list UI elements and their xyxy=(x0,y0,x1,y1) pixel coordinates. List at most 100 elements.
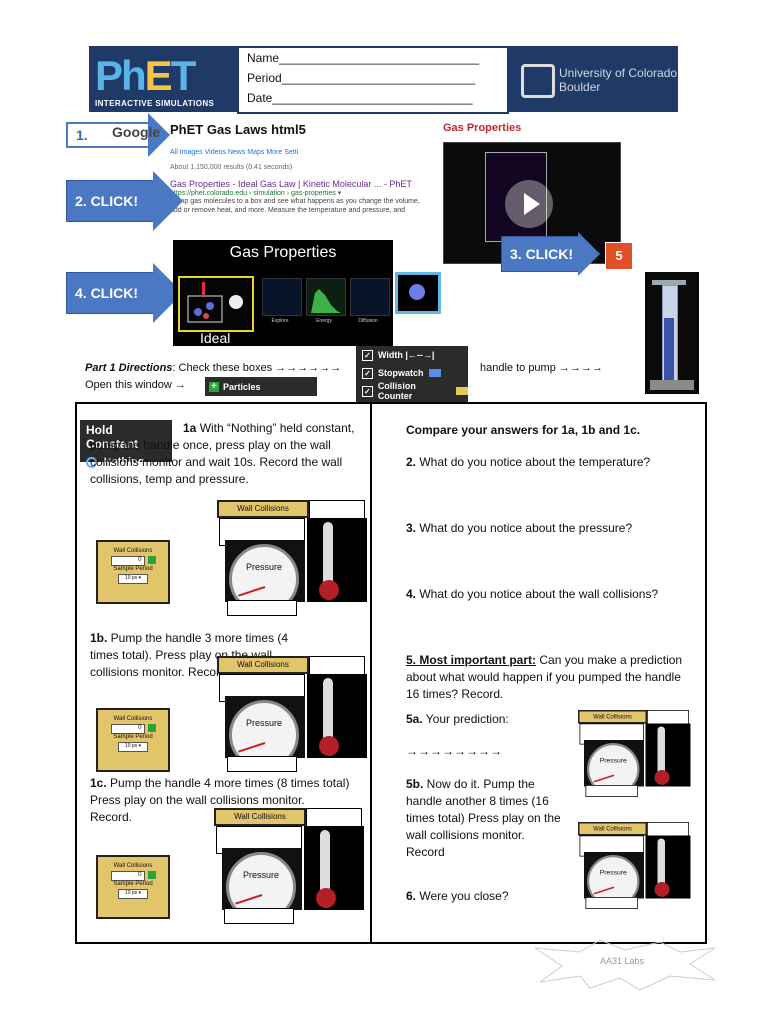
checkbox-icon: ✓ xyxy=(362,367,373,379)
wall-collisions-widget[interactable]: Wall Collisions 0 Sample Period 10 ps ▾ xyxy=(96,855,170,919)
question-3-number: 3. xyxy=(406,521,417,535)
sample-period-label: Sample Period xyxy=(113,566,153,572)
question-3-text: What do you notice about the pressure? xyxy=(416,521,633,535)
directions-line-1: Part 1 Directions: Check these boxes →→→… xyxy=(85,362,341,374)
university-line-2: Boulder xyxy=(559,80,601,94)
checkbox-icon: ✓ xyxy=(362,385,373,397)
ideal-thumbnail-icon xyxy=(187,282,243,323)
answer-box-pressure[interactable] xyxy=(227,600,297,616)
play-icon[interactable] xyxy=(147,556,156,564)
answer-box-temp[interactable] xyxy=(306,808,362,828)
name-line[interactable]: Name______________________________ xyxy=(247,51,480,65)
step2-arrow: 2. CLICK! xyxy=(66,180,154,222)
question-1b-number: 1b. xyxy=(90,631,108,645)
ideal-screen-button[interactable] xyxy=(178,276,254,332)
step3-arrow: 3. CLICK! xyxy=(501,236,579,272)
play-icon[interactable] xyxy=(147,724,156,732)
energy-histogram-icon xyxy=(311,289,341,313)
thermometer-icon xyxy=(657,838,665,890)
diffusion-screen-button[interactable] xyxy=(350,278,390,316)
starburst-icon xyxy=(534,939,716,991)
width-checkbox[interactable]: ✓Width |←--→| xyxy=(356,346,468,364)
pump-fill xyxy=(664,318,674,380)
play-icon[interactable] xyxy=(147,871,156,879)
pressure-label: Pressure xyxy=(245,718,282,728)
answer-box-pressure[interactable] xyxy=(227,756,297,772)
question-5b-text: Now do it. Pump the handle another 8 tim… xyxy=(406,777,561,859)
question-5-text: Can you make a prediction about what wou… xyxy=(406,653,683,701)
answer-box-temp[interactable] xyxy=(309,500,365,520)
width-checkbox-label: Width |←--→| xyxy=(378,350,435,360)
nothing-radio[interactable]: Nothing xyxy=(80,454,172,470)
wall-collisions-widget[interactable]: Wall Collisions 0 Sample Period 10 ps ▾ xyxy=(96,540,170,604)
question-4-number: 4. xyxy=(406,587,417,601)
wall-collisions-label: Wall Collisions xyxy=(578,822,647,836)
pump-handle[interactable] xyxy=(652,280,686,285)
question-1c: 1c. Pump the handle 4 more times (8 time… xyxy=(90,775,350,826)
particles-button[interactable]: +Particles xyxy=(205,377,317,396)
question-1c-text: Pump the handle 4 more times (8 times to… xyxy=(90,776,350,824)
step1-label: 1. xyxy=(76,127,88,143)
collision-counter-checkbox[interactable]: ✓ Collision Counter xyxy=(356,381,468,401)
answer-box-pressure[interactable] xyxy=(224,908,294,924)
search-results-screenshot: PhET Gas Laws html5 All Images Videos Ne… xyxy=(170,122,430,242)
measurement-cluster-1b: Wall Collisions Pressure xyxy=(217,656,367,772)
directions-line-2: Open this window → xyxy=(85,379,186,391)
handle-to-pump-text: handle to pump →→→→ xyxy=(480,362,603,374)
energy-screen-button[interactable] xyxy=(306,278,346,316)
stopwatch-icon xyxy=(428,369,441,377)
question-6-text: Were you close? xyxy=(416,889,509,903)
html5-icon[interactable]: 5 xyxy=(605,242,633,270)
question-5a-text: Your prediction: xyxy=(422,712,509,726)
result-title-link[interactable]: Gas Properties - Ideal Gas Law | Kinetic… xyxy=(170,179,412,189)
diffusion-label: Diffusion xyxy=(358,318,378,324)
thermometer-icon xyxy=(657,726,665,778)
prediction-arrows: →→→→→→→→ xyxy=(406,744,502,758)
wall-collisions-widget[interactable]: Wall Collisions 0 Sample Period 10 ps ▾ xyxy=(96,708,170,772)
home-screen-title: Gas Properties xyxy=(229,244,337,261)
sim-page-title: Gas Properties xyxy=(443,122,522,134)
question-6-number: 6. xyxy=(406,889,417,903)
result-url: https://phet.colorado.edu › simulation ›… xyxy=(170,190,342,197)
question-5a: 5a. Your prediction: xyxy=(406,711,509,728)
measurement-cluster-5b: Wall Collisions Pressure xyxy=(578,822,691,909)
right-question-panel xyxy=(370,402,707,944)
collision-count: 0 xyxy=(110,871,145,881)
step3-label: 3. CLICK! xyxy=(510,246,573,262)
stopwatch-checkbox[interactable]: ✓Stopwatch xyxy=(356,364,468,382)
sample-period-select[interactable]: 10 ps ▾ xyxy=(118,742,148,752)
extra-screen-button[interactable] xyxy=(395,272,441,314)
nothing-label: Nothing xyxy=(103,456,145,468)
particle-icon xyxy=(409,284,425,300)
question-2-text: What do you notice about the temperature… xyxy=(416,455,651,469)
answer-box-pressure[interactable] xyxy=(585,785,638,797)
question-1c-number: 1c. xyxy=(90,776,107,790)
sample-period-select[interactable]: 10 ps ▾ xyxy=(118,889,148,899)
date-line[interactable]: Date______________________________ xyxy=(247,91,473,105)
measurement-cluster-5a: Wall Collisions Pressure xyxy=(578,710,691,797)
student-info-box: Name______________________________ Perio… xyxy=(237,46,509,114)
directions-label: Part 1 Directions xyxy=(85,362,173,374)
period-line[interactable]: Period_____________________________ xyxy=(247,71,476,85)
question-2-number: 2. xyxy=(406,455,417,469)
search-tabs: All Images Videos News Maps More Setti xyxy=(170,149,299,156)
question-5a-number: 5a. xyxy=(406,712,423,726)
question-1a: 1a With “Nothing” held constant, pump th… xyxy=(90,420,366,488)
collision-count: 0 xyxy=(110,556,145,566)
pressure-label: Pressure xyxy=(599,868,627,877)
explore-screen-button[interactable] xyxy=(262,278,302,316)
question-1a-number: 1a xyxy=(183,421,197,435)
aa31-labs-stamp: AA31 Labs xyxy=(530,938,720,992)
collision-count: 0 xyxy=(110,724,145,734)
question-6: 6. Were you close? xyxy=(406,888,509,905)
answer-box-temp[interactable] xyxy=(309,656,365,676)
pump-base xyxy=(650,380,694,390)
sample-period-select[interactable]: 10 ps ▾ xyxy=(118,574,148,584)
step2-label: 2. CLICK! xyxy=(75,193,138,209)
wall-collisions-label: Wall Collisions xyxy=(578,710,647,724)
answer-box-pressure[interactable] xyxy=(585,897,638,909)
sample-period-label: Sample Period xyxy=(113,734,153,740)
step4-arrow: 4. CLICK! xyxy=(66,272,154,314)
collision-counter-label: Collision Counter xyxy=(377,381,416,401)
play-icon[interactable] xyxy=(505,180,553,228)
